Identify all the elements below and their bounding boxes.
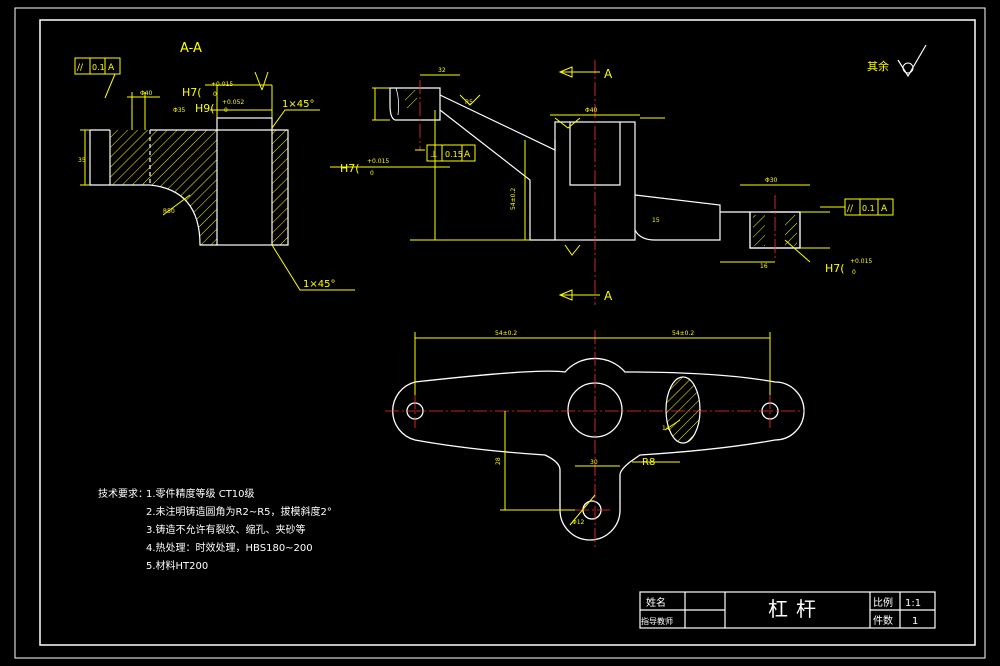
front-center-lines bbox=[419, 60, 776, 305]
svg-text:35: 35 bbox=[78, 157, 86, 164]
svg-text:0: 0 bbox=[370, 170, 374, 177]
tech-item: 5.材料HT200 bbox=[146, 559, 208, 572]
svg-text:H7(: H7( bbox=[182, 86, 202, 99]
svg-text:54±0.2: 54±0.2 bbox=[495, 330, 517, 337]
svg-text:54±0.2: 54±0.2 bbox=[510, 188, 517, 210]
svg-text:H9(: H9( bbox=[195, 102, 215, 115]
svg-text:0.1: 0.1 bbox=[92, 63, 105, 72]
tech-title: 技术要求： bbox=[98, 487, 148, 500]
svg-text:0.15: 0.15 bbox=[445, 150, 463, 159]
svg-text:1×45°: 1×45° bbox=[303, 279, 335, 290]
svg-text://: // bbox=[77, 63, 84, 73]
svg-text:A: A bbox=[604, 67, 613, 81]
svg-text:A: A bbox=[464, 150, 471, 160]
tech-item: 4.热处理：时效处理，HBS180~200 bbox=[146, 541, 313, 554]
svg-text://: // bbox=[847, 204, 854, 214]
qty-label: 件数 bbox=[873, 614, 893, 627]
svg-text:⊥: ⊥ bbox=[430, 150, 438, 160]
scale-value: 1:1 bbox=[905, 598, 921, 609]
svg-text:Φ12: Φ12 bbox=[572, 519, 585, 526]
front-hatch bbox=[405, 90, 797, 246]
section-view bbox=[89, 117, 289, 246]
svg-text:+0.015: +0.015 bbox=[850, 258, 872, 265]
svg-text:0.1: 0.1 bbox=[862, 204, 875, 213]
svg-text:+0.015: +0.015 bbox=[211, 81, 233, 88]
svg-text:32: 32 bbox=[438, 67, 446, 74]
top-view bbox=[392, 357, 805, 541]
svg-text:Φ30: Φ30 bbox=[765, 177, 778, 184]
top-texts: 54±0.2 54±0.2 R8 28 30 Φ12 14 bbox=[495, 330, 694, 526]
top-center-lines bbox=[385, 330, 805, 550]
section-hatch-right bbox=[272, 130, 288, 245]
tech-item: 2.未注明铸造圆角为R2~R5，拔模斜度2° bbox=[146, 505, 332, 518]
section-hatch-left bbox=[110, 130, 150, 185]
tech-requirements: 技术要求： 1.零件精度等级 CT10级 2.未注明铸造圆角为R2~R5，拔模斜… bbox=[98, 487, 332, 572]
svg-text:1×45°: 1×45° bbox=[282, 99, 314, 110]
outer-border bbox=[14, 7, 986, 659]
svg-text:Φ35: Φ35 bbox=[173, 107, 186, 114]
roughness-note: 其余 bbox=[867, 59, 889, 73]
scale-label: 比例 bbox=[873, 596, 893, 609]
qty-value: 1 bbox=[912, 616, 918, 627]
section-dims bbox=[74, 57, 355, 291]
svg-text:+0.052: +0.052 bbox=[222, 99, 244, 106]
svg-text:Φ40: Φ40 bbox=[585, 107, 598, 114]
svg-text:16: 16 bbox=[760, 263, 768, 270]
svg-text:R50: R50 bbox=[163, 208, 175, 215]
title-texts: 姓名 指导教师 杠杆 比例 1:1 件数 1 bbox=[641, 596, 921, 627]
svg-text:H7(: H7( bbox=[825, 262, 845, 275]
svg-text:H7(: H7( bbox=[340, 162, 360, 175]
rib-section bbox=[665, 376, 701, 444]
svg-text:Φ40: Φ40 bbox=[140, 90, 153, 97]
svg-text:A: A bbox=[604, 289, 613, 303]
svg-text:0: 0 bbox=[852, 269, 856, 276]
front-dims bbox=[330, 66, 894, 301]
svg-text:A: A bbox=[881, 204, 888, 214]
svg-text:15: 15 bbox=[652, 217, 660, 224]
section-label: A-A bbox=[180, 41, 202, 56]
name-label: 姓名 bbox=[646, 596, 666, 609]
svg-text:30: 30 bbox=[590, 459, 598, 466]
advisor-label: 指导教师 bbox=[641, 616, 673, 626]
svg-text:28: 28 bbox=[495, 457, 502, 465]
inner-border bbox=[39, 19, 976, 646]
svg-text:0: 0 bbox=[224, 107, 228, 114]
svg-text:+0.015: +0.015 bbox=[367, 158, 389, 165]
svg-text:R8: R8 bbox=[642, 457, 655, 468]
tech-item: 3.铸造不允许有裂纹、缩孔、夹砂等 bbox=[146, 523, 306, 536]
front-texts: A A ⊥ 0.15 A // 0.1 A H7( +0.015 0 H7( +… bbox=[340, 67, 888, 303]
svg-text:14: 14 bbox=[662, 425, 670, 432]
svg-text:54±0.2: 54±0.2 bbox=[672, 330, 694, 337]
section-texts: // 0.1 A H7( +0.015 0 H9( +0.052 0 1×45°… bbox=[77, 63, 335, 290]
roughness-symbol bbox=[897, 44, 927, 78]
svg-text:R5: R5 bbox=[465, 99, 473, 106]
svg-text:A: A bbox=[108, 63, 115, 73]
title-block bbox=[639, 591, 936, 629]
section-hatch-body bbox=[150, 130, 217, 245]
svg-text:0: 0 bbox=[213, 91, 217, 98]
part-name: 杠杆 bbox=[768, 597, 824, 621]
tech-item: 1.零件精度等级 CT10级 bbox=[146, 487, 255, 500]
top-dims bbox=[414, 332, 771, 526]
